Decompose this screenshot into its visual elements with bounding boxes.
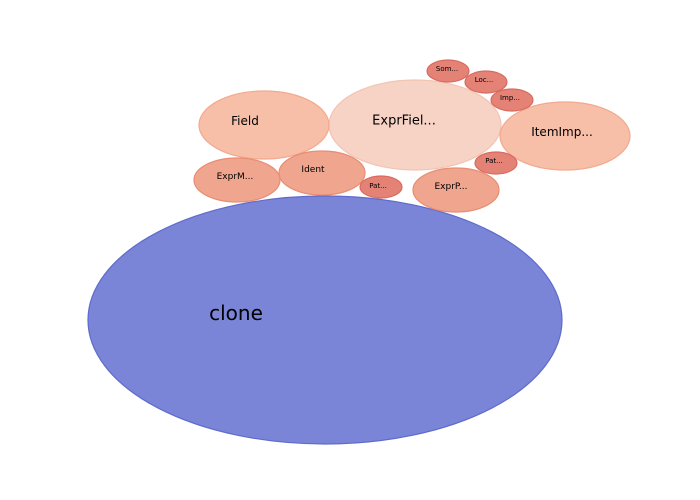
bubble-shape [198,90,330,160]
bubble-shape [278,150,366,196]
bubble-shape [87,195,563,445]
bubble-label: Field [231,114,259,128]
bubble-label: ExprP... [434,182,467,192]
bubble-7: Pat... [474,151,518,175]
bubble-4: ExprP... [412,167,500,213]
bubble-shape [426,59,470,83]
bubble-10: Loc... [464,70,508,94]
bubble-6: ExprM... [193,157,281,203]
bubble-label: Som... [436,65,458,73]
bubble-label: Pat... [369,182,387,190]
bubble-shape [193,157,281,203]
bubble-label: Ident [301,165,325,175]
bubble-label: Pat... [485,157,503,165]
bubble-shape [474,151,518,175]
bubble-1: ExprFiel... [328,79,502,171]
bubble-label: ExprM... [217,172,254,182]
bubble-11: Som... [426,59,470,83]
bubble-label: ItemImp... [531,125,593,139]
bubble-0: clone [87,195,563,445]
bubble-5: Ident [278,150,366,196]
bubble-3: ItemImp... [499,101,631,171]
bubble-2: Field [198,90,330,160]
bubble-9: Imp... [490,88,534,112]
bubble-shape [359,175,403,199]
bubble-shape [490,88,534,112]
bubble-label: Loc... [475,76,494,84]
bubble-label: Imp... [500,94,520,102]
bubble-shape [412,167,500,213]
bubble-label: clone [209,301,263,325]
bubble-shape [499,101,631,171]
bubble-8: Pat... [359,175,403,199]
bubble-label: ExprFiel... [372,114,436,129]
bubble-shape [464,70,508,94]
